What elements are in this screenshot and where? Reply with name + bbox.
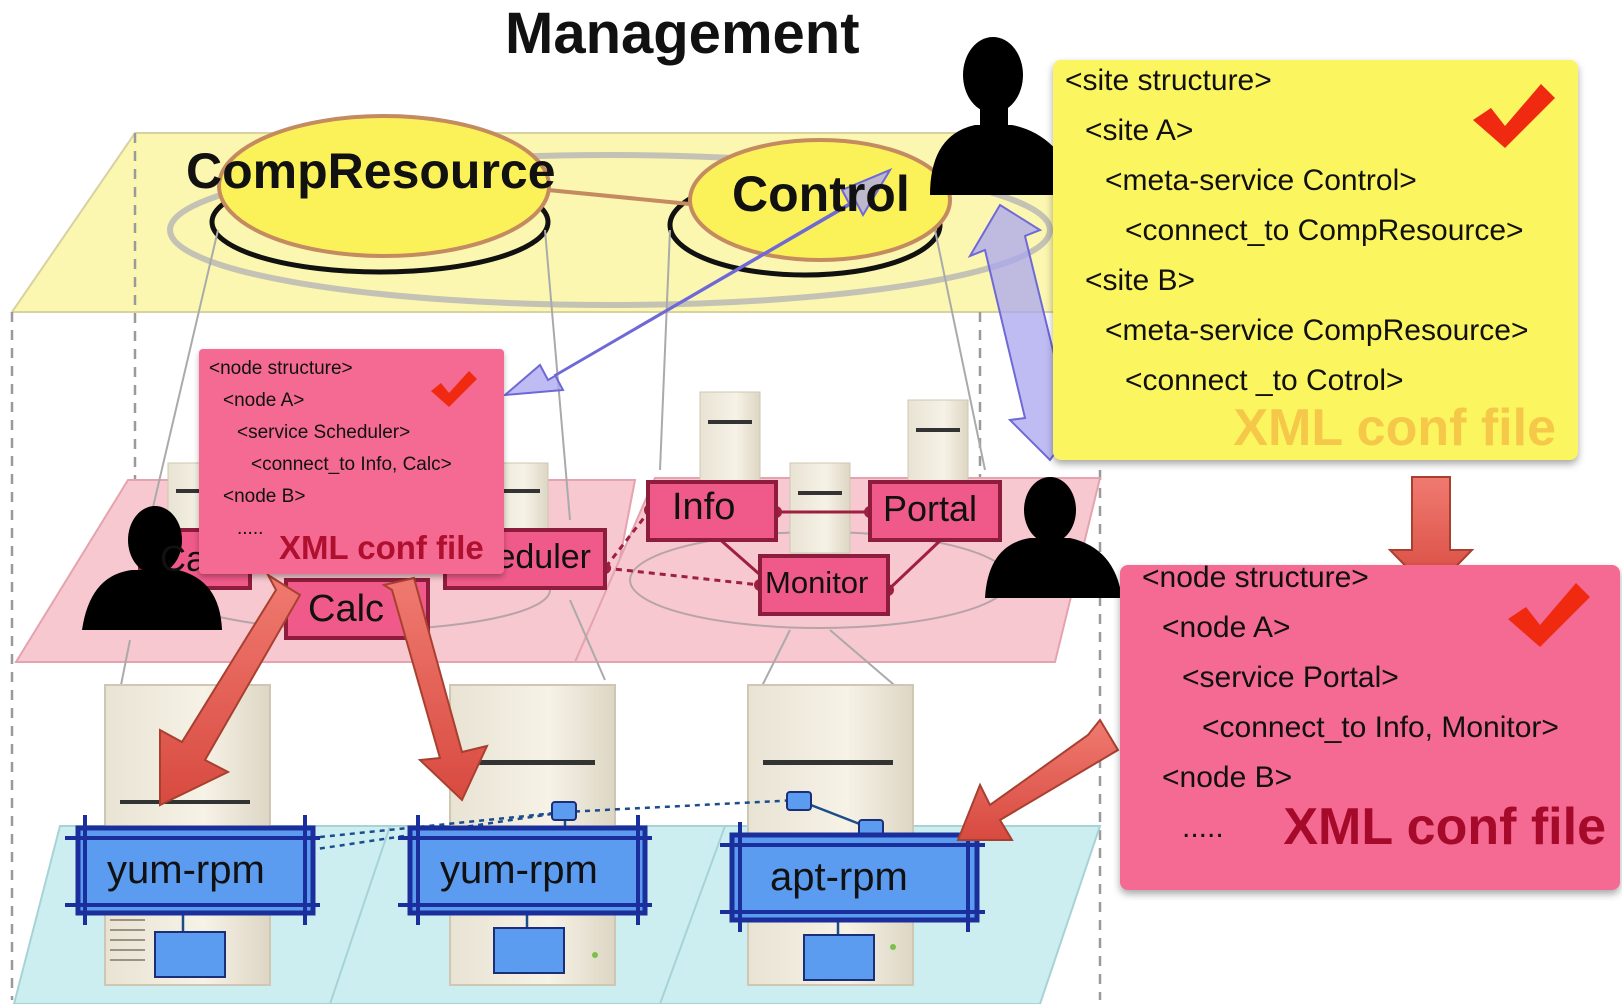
site-conf-line-5: <site B> — [1085, 264, 1196, 297]
site-conf-line-4: <connect_to CompResource> — [1125, 214, 1524, 247]
check-icon — [1473, 84, 1555, 148]
meta-service-control: Control — [732, 166, 910, 222]
node-conf-small-line-4: <connect_to Info, Calc> — [251, 454, 452, 475]
meta-link — [547, 188, 701, 207]
node-conf-small-line-2: <node A> — [223, 390, 305, 411]
site-conf-line-1: <site structure> — [1065, 64, 1272, 97]
node-conf-big-line-1: <node structure> — [1142, 561, 1369, 594]
package-box-2 — [398, 815, 652, 925]
node-conf-big-line-2: <node A> — [1162, 611, 1291, 644]
page-title: Management — [505, 1, 860, 66]
package-label-2: yum-rpm — [440, 848, 598, 892]
node-conf-big: <node structure> <node A> <service Porta… — [1120, 561, 1620, 890]
service-box-info-bg — [646, 480, 778, 542]
node-conf-small-line-5: <node B> — [223, 486, 306, 507]
service-info: Info — [672, 486, 736, 528]
service-portal: Portal — [883, 488, 978, 529]
service-monitor: Monitor — [765, 565, 869, 600]
site-conf-label: XML conf file — [1233, 399, 1556, 457]
service-links — [603, 509, 947, 592]
site-conf-line-7: <connect _to Cotrol> — [1125, 364, 1404, 397]
node-conf-small-line-1: <node structure> — [209, 358, 353, 379]
server-small-1 — [699, 391, 761, 483]
deploy-arrow-1 — [159, 572, 302, 807]
site-conf-line-6: <meta-service CompResource> — [1105, 314, 1529, 347]
check-icon — [431, 371, 477, 407]
package-nodes — [154, 791, 884, 981]
meta-service-comp-resource: CompResource — [186, 143, 556, 199]
node-conf-big-line-6: ..... — [1182, 811, 1224, 844]
site-conf-line-2: <site A> — [1085, 114, 1194, 147]
check-icon — [1508, 583, 1590, 647]
sync-arrow-left — [501, 167, 893, 397]
meta-service-comp-resource-shape — [217, 114, 551, 258]
server-small-3 — [907, 399, 969, 491]
node-conf-big-label: XML conf file — [1283, 798, 1606, 856]
site-conf: <site structure> <site A> <meta-service … — [1053, 60, 1578, 460]
package-box-3 — [720, 822, 985, 932]
node-conf-small-line-6: ..... — [237, 518, 264, 539]
person-silhouette-left — [82, 506, 222, 630]
service-calc: Calc — [308, 588, 385, 630]
person-silhouette-right — [985, 477, 1122, 598]
node-conf-big-line-3: <service Portal> — [1182, 661, 1399, 694]
node-conf-big-line-5: <node B> — [1162, 761, 1293, 794]
person-silhouette-top — [930, 37, 1080, 195]
node-conf-small-line-3: <service Scheduler> — [237, 422, 411, 443]
meta-service-control-shape — [688, 138, 952, 262]
package-label-3: apt-rpm — [770, 855, 908, 899]
service-ca: Ca — [160, 538, 207, 579]
service-box-portal-bg — [868, 480, 1002, 542]
deploy-arrow-3 — [956, 718, 1120, 841]
service-box-monitor-bg — [758, 554, 890, 616]
node-conf-small: <node structure> <node A> <service Sched… — [199, 349, 504, 574]
node-conf-big-line-4: <connect_to Info, Monitor> — [1202, 711, 1559, 744]
package-box-1 — [65, 815, 320, 925]
site-conf-line-3: <meta-service Control> — [1105, 164, 1417, 197]
package-label-1: yum-rpm — [107, 848, 265, 892]
deploy-arrow-2 — [381, 576, 489, 802]
server-small-2 — [789, 462, 851, 554]
node-conf-small-label: XML conf file — [279, 529, 484, 566]
